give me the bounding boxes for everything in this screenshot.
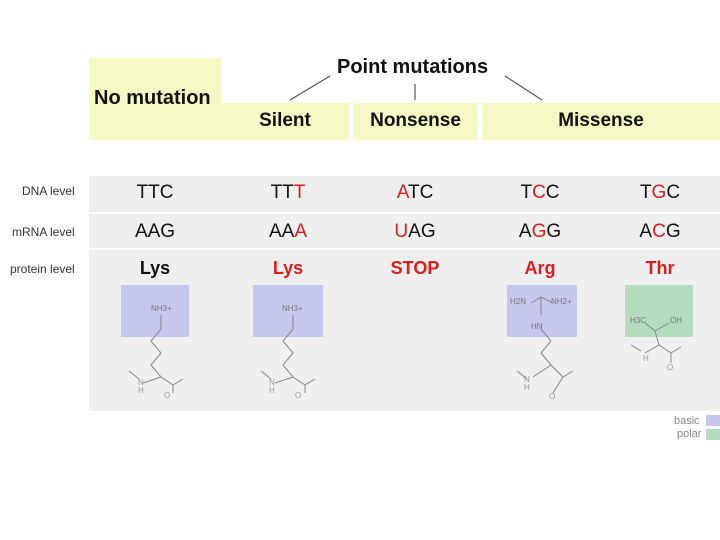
lys-amine-label: NH3+ [282, 304, 303, 313]
missense-header-box [482, 103, 720, 140]
lys-n-label: N [138, 378, 144, 387]
arg-h-label: H [524, 383, 530, 392]
table-background [89, 176, 720, 411]
dna-codon: TTT [270, 182, 306, 203]
amino-acid: Lys [139, 258, 171, 278]
mrna-codon: AAA [268, 221, 308, 242]
mrna-codon: ACG [639, 221, 681, 242]
thr-oh-label: OH [670, 316, 682, 325]
nonsense-header-box [353, 103, 478, 140]
lysine-structure [253, 285, 323, 405]
point-mutations-title: Point mutations [337, 56, 489, 78]
legend-basic-label: basic [674, 415, 700, 427]
lys-h-label: H [138, 386, 144, 395]
arg-right-label: NH2+ [551, 297, 572, 306]
arg-n-label: N [524, 375, 530, 384]
row-label-protein: protein level [10, 262, 75, 276]
mrna-codon: AAG [134, 221, 176, 242]
amino-acid: STOP [390, 258, 440, 278]
row-label-dna: DNA level [22, 184, 75, 198]
bracket-lines [289, 75, 543, 101]
row-separator [89, 212, 720, 214]
missense-label: Missense [558, 110, 644, 131]
arg-left-label: H2N [510, 297, 527, 306]
legend-polar-label: polar [677, 428, 702, 440]
thr-o-label: O [667, 363, 674, 372]
mrna-codon: UAG [394, 221, 436, 242]
arginine-structure [507, 285, 579, 405]
row-separator [89, 248, 720, 250]
no-mutation-label: No mutation [94, 87, 211, 109]
dna-codon: ATC [396, 182, 434, 203]
lys-o-label: O [164, 391, 171, 400]
legend-basic-swatch [706, 415, 720, 426]
mrna-codon: AGG [518, 221, 562, 242]
lysine-structure [121, 285, 191, 405]
amino-acid: Arg [524, 258, 556, 278]
dna-codon: TGC [639, 182, 681, 203]
amino-acid: Thr [645, 258, 675, 278]
threonine-structure [625, 285, 695, 375]
arg-o-label: O [549, 392, 556, 401]
dna-codon: TCC [520, 182, 560, 203]
nonsense-label: Nonsense [370, 110, 461, 131]
silent-label: Silent [259, 110, 311, 131]
lys-h-label: H [269, 386, 275, 395]
lys-n-label: N [269, 378, 275, 387]
row-label-mrna: mRNA level [12, 225, 75, 239]
arg-hn-label: HN [531, 322, 543, 331]
dna-codon: TTC [136, 182, 174, 203]
amino-acid: Lys [272, 258, 304, 278]
legend-polar-swatch [706, 429, 720, 440]
lys-amine-label: NH3+ [151, 304, 172, 313]
thr-h-label: H [643, 354, 649, 363]
no-mutation-header-box [89, 58, 221, 140]
lys-o-label: O [295, 391, 302, 400]
table-white-corner [480, 140, 720, 176]
silent-header-box [221, 103, 349, 140]
thr-ch3-label: H3C [630, 316, 647, 325]
